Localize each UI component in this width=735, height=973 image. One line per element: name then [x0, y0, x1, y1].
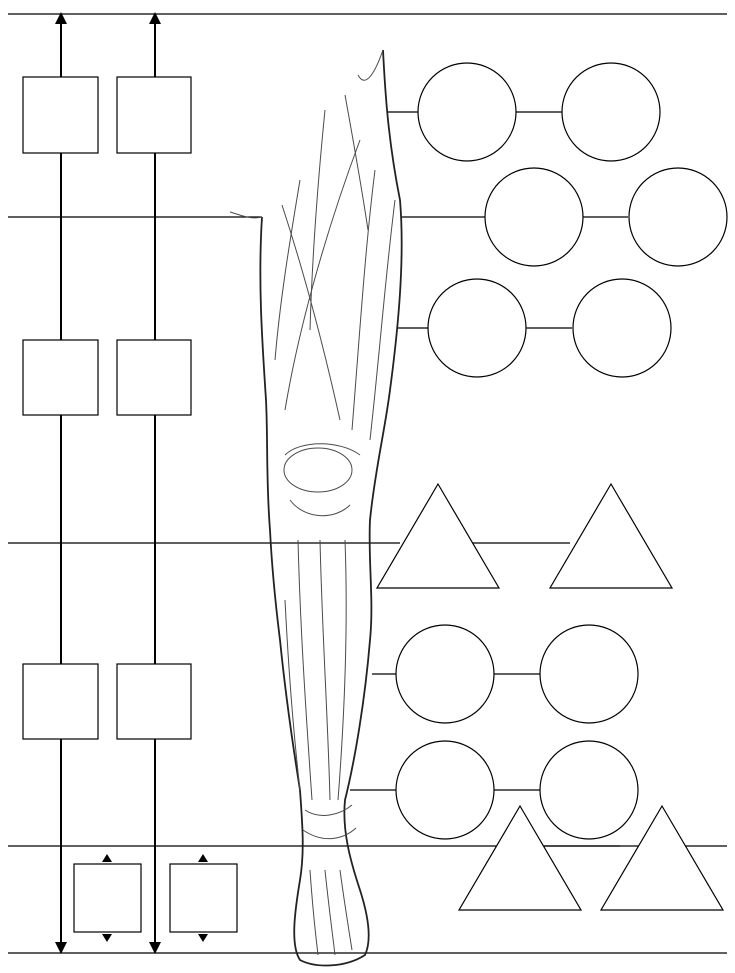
label-circle[interactable] — [485, 168, 583, 266]
label-circle[interactable] — [428, 279, 526, 377]
label-box[interactable] — [23, 664, 98, 739]
down-arrowhead-icon — [102, 934, 112, 942]
label-box[interactable] — [23, 77, 98, 153]
label-box[interactable] — [117, 340, 191, 415]
circle-slots — [396, 63, 727, 839]
label-circle[interactable] — [396, 625, 494, 723]
label-circle[interactable] — [562, 63, 660, 161]
up-arrowhead-icon — [102, 854, 112, 862]
vertical-arrows — [61, 18, 155, 948]
label-triangle[interactable] — [377, 484, 499, 588]
label-box[interactable] — [117, 77, 191, 153]
label-circle[interactable] — [418, 63, 516, 161]
label-triangle[interactable] — [550, 484, 672, 588]
label-boxes — [23, 77, 237, 942]
label-box[interactable] — [117, 664, 191, 739]
label-box-small[interactable] — [170, 864, 237, 932]
label-circle[interactable] — [540, 625, 638, 723]
label-circle[interactable] — [396, 741, 494, 839]
label-circle[interactable] — [573, 279, 671, 377]
up-arrowhead-icon — [198, 854, 208, 862]
leg-illustration — [230, 50, 402, 965]
label-box-small[interactable] — [74, 864, 141, 932]
label-circle[interactable] — [540, 741, 638, 839]
label-box[interactable] — [23, 340, 98, 415]
down-arrowhead-icon — [198, 934, 208, 942]
label-circle[interactable] — [629, 168, 727, 266]
